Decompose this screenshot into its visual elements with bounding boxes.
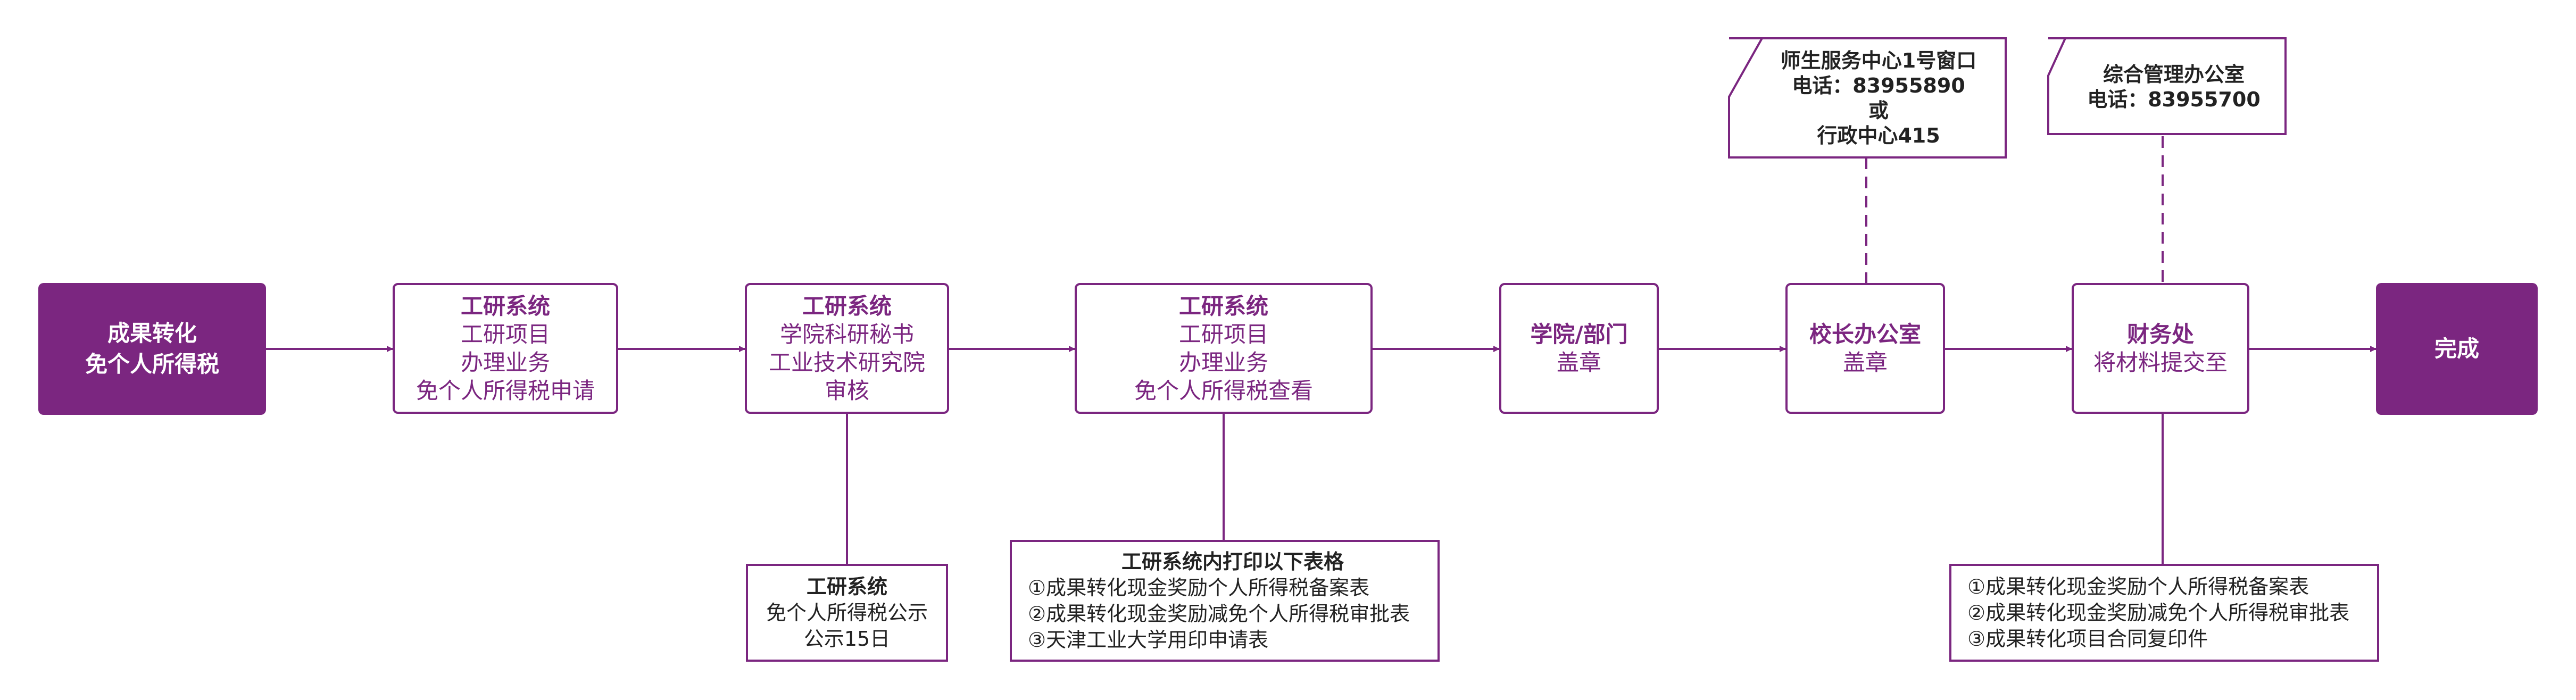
step-department-stamp: 学院/部门 盖章 [1499, 283, 1659, 414]
contact-president-office-line1: 师生服务中心1号窗口 [1780, 49, 1977, 72]
contact-finance-office-line2: 电话：83955700 [2087, 88, 2261, 111]
note-finance-materials-item: ②成果转化现金奖励减免个人所得税审批表 [1967, 601, 2350, 624]
note-print-forms: 工研系统内打印以下表格 ①成果转化现金奖励个人所得税备案表 ②成果转化现金奖励减… [1010, 540, 1440, 662]
step-view-title: 工研系统 [1178, 293, 1268, 319]
step-apply-line3: 免个人所得税申请 [416, 378, 595, 404]
step-apply-line1: 工研项目 [460, 321, 550, 347]
step-review-line3: 审核 [824, 378, 869, 404]
note-finance-materials: ①成果转化现金奖励个人所得税备案表 ②成果转化现金奖励减免个人所得税审批表 ③成… [1949, 564, 2379, 662]
start-node-line2: 免个人所得税 [85, 351, 219, 377]
contact-president-office-line3: 或 [1868, 99, 1889, 122]
step-department-title: 学院/部门 [1530, 321, 1628, 347]
contact-finance-office-line1: 综合管理办公室 [2103, 63, 2245, 86]
end-node-label: 完成 [2434, 336, 2479, 362]
step-view-line3: 免个人所得税查看 [1134, 378, 1313, 404]
step-president-office-title: 校长办公室 [1809, 321, 1921, 347]
step-finance-line1: 将材料提交至 [2093, 349, 2228, 376]
start-node: 成果转化 免个人所得税 [38, 283, 266, 415]
step-view-line1: 工研项目 [1178, 321, 1268, 347]
note-publicity-line2: 公示15日 [803, 627, 891, 651]
note-print-forms-title: 工研系统内打印以下表格 [1121, 549, 1344, 573]
contact-president-office-line4: 行政中心415 [1817, 124, 1940, 147]
note-finance-materials-item: ①成果转化现金奖励个人所得税备案表 [1967, 574, 2309, 598]
step-finance-submit: 财务处 将材料提交至 [2072, 283, 2249, 414]
note-publicity-line1: 免个人所得税公示 [766, 601, 928, 624]
note-print-forms-item: ①成果转化现金奖励个人所得税备案表 [1028, 576, 1370, 599]
step-review-line2: 工业技术研究院 [768, 349, 925, 376]
contact-card-president-office-shape [1728, 37, 2007, 159]
note-print-forms-item: ③天津工业大学用印申请表 [1028, 628, 1269, 652]
step-view-line2: 办理业务 [1178, 349, 1268, 376]
step-president-office-stamp: 校长办公室 盖章 [1785, 283, 1945, 414]
step-apply-title: 工研系统 [460, 293, 550, 319]
note-finance-materials-item: ③成果转化项目合同复印件 [1967, 627, 2208, 651]
step-review-title: 工研系统 [802, 293, 892, 319]
start-node-line1: 成果转化 [107, 320, 197, 346]
contact-president-office-line2: 电话：83955890 [1792, 74, 1965, 97]
step-president-office-line1: 盖章 [1842, 349, 1888, 376]
note-publicity-title: 工研系统 [806, 574, 887, 598]
step-review-line1: 学院科研秘书 [779, 321, 914, 347]
step-review: 工研系统 学院科研秘书 工业技术研究院 审核 [745, 283, 949, 414]
note-publicity: 工研系统 免个人所得税公示 公示15日 [746, 564, 948, 662]
step-apply: 工研系统 工研项目 办理业务 免个人所得税申请 [393, 283, 618, 414]
step-view: 工研系统 工研项目 办理业务 免个人所得税查看 [1075, 283, 1373, 414]
step-apply-line2: 办理业务 [460, 349, 550, 376]
note-print-forms-item: ②成果转化现金奖励减免个人所得税审批表 [1028, 602, 1410, 626]
contact-card-president-office: 师生服务中心1号窗口 电话：83955890 或 行政中心415 [1754, 41, 2004, 155]
contact-card-finance-office-shape [2047, 37, 2287, 135]
step-department-line1: 盖章 [1556, 349, 1601, 376]
end-node: 完成 [2376, 283, 2538, 415]
step-finance-title: 财务处 [2126, 321, 2194, 347]
contact-card-finance-office: 综合管理办公室 电话：83955700 [2064, 43, 2283, 132]
